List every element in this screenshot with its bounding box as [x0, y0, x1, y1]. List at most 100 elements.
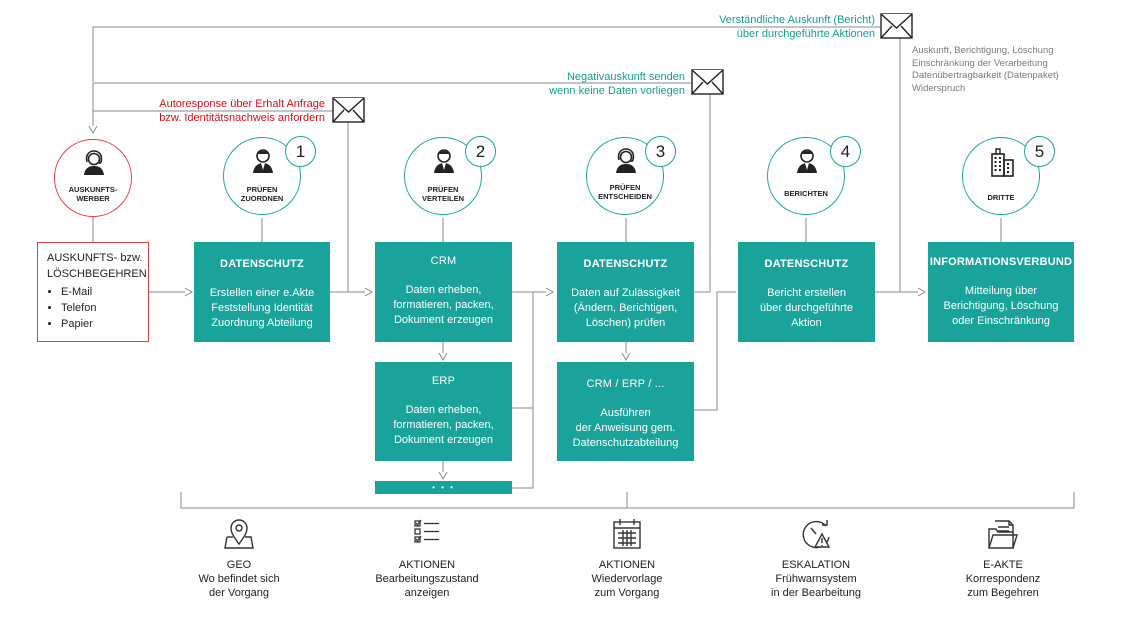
envelope-icon-negative [691, 69, 724, 95]
report-note-line-1: Verständliche Auskunft (Bericht) [719, 14, 875, 26]
box-body: Mitteilung über Berichtigung, Löschung o… [928, 284, 1074, 329]
negative-note-line-1: Negativauskunft senden [566, 71, 685, 83]
box-title: • • • [432, 483, 455, 492]
box-line: Bericht erstellen [767, 287, 846, 299]
negative-note: Negativauskunft senden wenn keine Daten … [520, 70, 685, 98]
feature-line: Korrespondenz [965, 573, 1041, 585]
box-line: Mitteilung über [964, 285, 1038, 297]
box-title: CRM / ERP / ... [586, 378, 665, 390]
actor-label: AUSKUNFTS- [68, 185, 118, 194]
feature-line: Frühwarnsystem [775, 573, 857, 585]
box-line: Daten erheben, [405, 404, 482, 416]
rights-note: Auskunft, Berichtigung, Löschung Einschr… [912, 45, 1059, 95]
request-channels: E-Mail Telefon Papier [47, 284, 148, 332]
step-number-2: 2 [465, 136, 496, 167]
feature-line: in der Bearbeitung [771, 587, 861, 599]
box-title: DATENSCHUTZ [583, 258, 668, 270]
feature-line: zum Vorgang [594, 587, 660, 599]
box-line: formatieren, packen, [393, 419, 494, 431]
box-informationsverbund: INFORMATIONSVERBUND Mitteilung über Beri… [928, 242, 1074, 342]
actor-label: VERTEILEN [421, 194, 465, 203]
rights-item: Einschränkung der Verarbeitung [912, 57, 1048, 69]
feature-escalation: ESKALATION Frühwarnsystem in der Bearbei… [756, 518, 876, 600]
male-person-icon [797, 149, 817, 173]
actor-label: ENTSCHEIDEN [598, 192, 652, 201]
box-datenschutz-4: DATENSCHUTZ Bericht erstellen über durch… [738, 242, 875, 342]
step-number-4: 4 [830, 136, 861, 167]
actor-label: PRÜFEN [427, 185, 459, 194]
box-line: Datenschutzabteilung [572, 437, 679, 449]
male-person-icon [434, 149, 454, 173]
box-title: CRM [430, 255, 457, 267]
autoresponse-note: Autoresponse über Erhalt Anfrage bzw. Id… [130, 97, 325, 125]
box-body: Daten erheben, formatieren, packen, Doku… [375, 283, 512, 328]
feature-line: Bearbeitungszustand [375, 573, 479, 585]
box-datenschutz-3: DATENSCHUTZ Daten auf Zulässigkeit (Ände… [557, 242, 694, 342]
box-title: DATENSCHUTZ [220, 258, 304, 270]
actor-label: BERICHTEN [784, 189, 828, 198]
request-box: AUSKUNFTS- bzw. LÖSCHBEGEHREN E-Mail Tel… [37, 242, 149, 342]
box-title: INFORMATIONSVERBUND [929, 256, 1073, 268]
feature-line: Wo befindet sich [198, 573, 280, 585]
box-line: der Anweisung gem. [575, 422, 676, 434]
actor-label: DRITTE [987, 193, 1015, 202]
feature-title: E-AKTE [983, 559, 1023, 571]
report-note: Verständliche Auskunft (Bericht) über du… [700, 13, 875, 41]
box-body: Daten auf Zulässigkeit (Ändern, Berichti… [557, 286, 694, 331]
building-icon [991, 148, 1014, 177]
box-more-systems: • • • [375, 481, 512, 494]
feature-title: ESKALATION [781, 559, 851, 571]
escalation-warning-icon [802, 520, 831, 549]
actor-step-3: PRÜFEN ENTSCHEIDEN [586, 137, 664, 215]
box-line: formatieren, packen, [393, 299, 494, 311]
male-person-icon [253, 149, 273, 173]
actor-label: WERBER [76, 194, 110, 203]
female-person-icon [616, 148, 636, 173]
box-line: Daten erheben, [405, 284, 482, 296]
box-line: Berichtigung, Löschung [943, 300, 1059, 312]
channel-item: E-Mail [61, 284, 148, 300]
request-title: LÖSCHBEGEHREN [47, 268, 147, 280]
rights-item: Auskunft, Berichtigung, Löschung [912, 45, 1054, 56]
map-pin-icon [224, 519, 254, 549]
step-number-3: 3 [645, 136, 676, 167]
envelope-icon-report [880, 13, 913, 39]
box-body: Daten erheben, formatieren, packen, Doku… [375, 403, 512, 448]
feature-line: Wiedervorlage [591, 573, 663, 585]
box-line: (Ändern, Berichtigen, [573, 302, 678, 314]
negative-note-line-2: wenn keine Daten vorliegen [549, 85, 685, 97]
box-line: Zuordnung Abteilung [211, 317, 313, 329]
folder-icon [988, 520, 1018, 549]
calendar-icon [613, 519, 641, 549]
box-line: Aktion [791, 317, 822, 329]
feature-e-akte: E-AKTE Korrespondenz zum Begehren [943, 518, 1063, 600]
envelope-icon-autoresponse [332, 97, 365, 123]
box-line: Ausführen [600, 407, 651, 419]
feature-line: anzeigen [404, 587, 450, 599]
channel-item: Papier [61, 316, 148, 332]
actor-label: ZUORDNEN [240, 194, 284, 203]
box-line: über durchgeführte [760, 302, 853, 314]
autoresponse-note-line-2: bzw. Identitätsnachweis anfordern [159, 112, 325, 124]
feature-title: GEO [226, 559, 252, 571]
female-person-icon [84, 150, 104, 175]
box-line: Löschen) prüfen [585, 317, 666, 329]
actor-label: PRÜFEN [609, 183, 641, 192]
feature-line: der Vorgang [209, 587, 269, 599]
box-body: Bericht erstellen über durchgeführte Akt… [738, 286, 875, 331]
feature-title: AKTIONEN [598, 559, 656, 571]
report-note-line-2: über durchgeführte Aktionen [736, 28, 875, 40]
request-title: AUSKUNFTS- bzw. [47, 252, 143, 264]
box-execution: CRM / ERP / ... Ausführen der Anweisung … [557, 362, 694, 461]
box-title: DATENSCHUTZ [764, 258, 849, 270]
feature-line: zum Begehren [967, 587, 1039, 599]
box-crm: CRM Daten erheben, formatieren, packen, … [375, 242, 512, 342]
box-body: Erstellen einer e.Akte Feststellung Iden… [194, 286, 330, 331]
box-erp: ERP Daten erheben, formatieren, packen, … [375, 362, 512, 461]
rights-item: Datenübertragbarkeit (Datenpaket) [912, 70, 1059, 81]
box-line: Erstellen einer e.Akte [209, 287, 315, 299]
step-number-5: 5 [1024, 136, 1055, 167]
box-line: Daten auf Zulässigkeit [571, 287, 680, 299]
checklist-icon [414, 519, 439, 543]
